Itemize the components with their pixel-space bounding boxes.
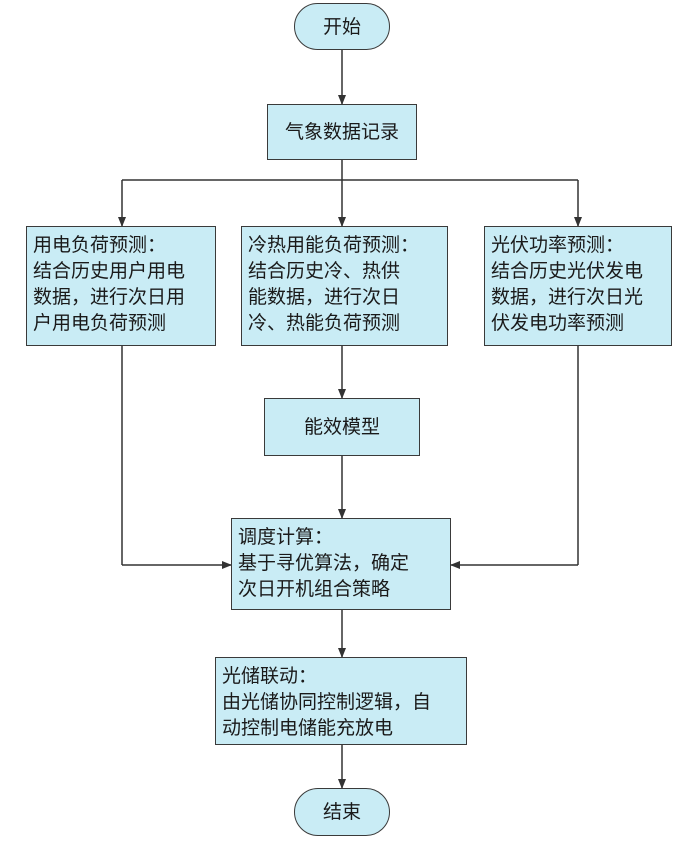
weather-record-label: 气象数据记录 xyxy=(284,121,399,143)
pv-storage-linkage-box: 光储联动： 由光储协同控制逻辑，自 动控制电储能充放电 xyxy=(215,657,467,745)
dispatch-line-1: 调度计算： xyxy=(238,526,334,548)
electric-load-line-1: 用电负荷预测： xyxy=(33,234,167,256)
thermal-load-line-1: 冷热用能负荷预测： xyxy=(248,234,420,256)
start-terminal: 开始 xyxy=(294,3,390,50)
electric-load-line-2: 结合历史用户用电 xyxy=(33,260,186,282)
pv-power-forecast-box: 光伏功率预测： 结合历史光伏发电 数据，进行次日光 伏发电功率预测 xyxy=(484,226,672,346)
electric-load-forecast-box: 用电负荷预测： 结合历史用户用电 数据，进行次日用 户用电负荷预测 xyxy=(26,226,216,346)
pv-power-line-3: 数据，进行次日光 xyxy=(491,286,644,308)
thermal-load-line-4: 冷、热能负荷预测 xyxy=(248,312,401,334)
weather-record-box: 气象数据记录 xyxy=(267,104,417,160)
dispatch-line-3: 次日开机组合策略 xyxy=(238,578,391,600)
thermal-load-forecast-box: 冷热用能负荷预测： 结合历史冷、热供 能数据，进行次日 冷、热能负荷预测 xyxy=(241,226,448,346)
electric-load-line-4: 户用电负荷预测 xyxy=(33,312,167,334)
dispatch-calculation-box: 调度计算： 基于寻优算法，确定 次日开机组合策略 xyxy=(231,518,451,610)
thermal-load-line-2: 结合历史冷、热供 xyxy=(248,260,401,282)
dispatch-line-2: 基于寻优算法，确定 xyxy=(238,552,410,574)
pv-power-line-2: 结合历史光伏发电 xyxy=(491,260,644,282)
efficiency-model-box: 能效模型 xyxy=(264,398,420,456)
pv-power-line-4: 伏发电功率预测 xyxy=(491,312,625,334)
storage-line-3: 动控制电储能充放电 xyxy=(222,717,394,739)
electric-load-line-3: 数据，进行次日用 xyxy=(33,286,186,308)
thermal-load-line-3: 能数据，进行次日 xyxy=(248,286,401,308)
storage-line-1: 光储联动： xyxy=(222,665,318,687)
storage-line-2: 由光储协同控制逻辑，自 xyxy=(222,691,432,713)
end-terminal: 结束 xyxy=(294,788,390,836)
efficiency-model-label: 能效模型 xyxy=(303,416,380,438)
pv-power-line-1: 光伏功率预测： xyxy=(491,234,625,256)
end-label: 结束 xyxy=(322,801,361,823)
start-label: 开始 xyxy=(322,15,361,38)
